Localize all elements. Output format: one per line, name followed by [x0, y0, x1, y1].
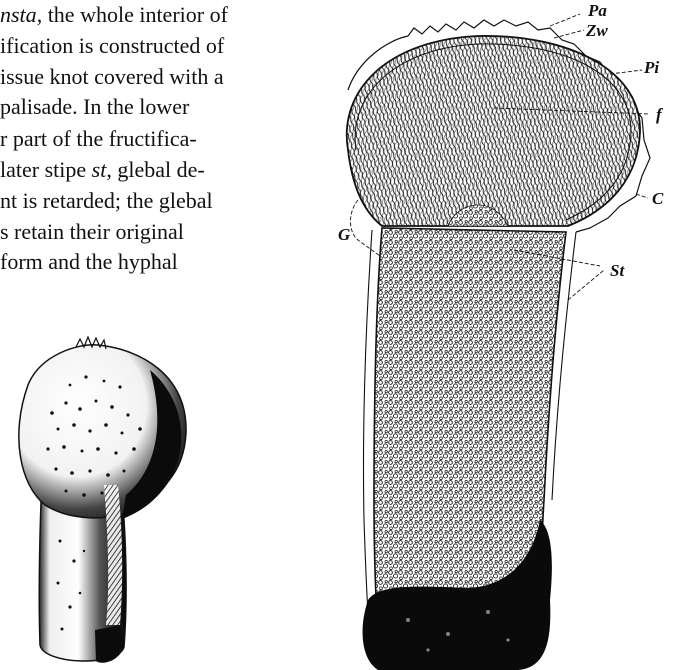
- label-zw: Zw: [585, 21, 608, 40]
- text-line-1: nsta, the whole interior of: [0, 0, 228, 30]
- fruiting-body-exterior-figure: [0, 325, 200, 670]
- text-line-6: later stipe st, glebal de-: [0, 155, 205, 185]
- label-c: C: [652, 189, 664, 208]
- label-pa: Pa: [587, 1, 607, 20]
- text-line-4: palisade. In the lower: [0, 92, 189, 122]
- text-line-7: nt is retarded; the glebal: [0, 186, 213, 216]
- label-pi: Pi: [643, 58, 659, 77]
- text-line-5: r part of the fructifica-: [0, 124, 197, 154]
- text-line-9: form and the hyphal: [0, 247, 178, 277]
- fruiting-body-section-figure: Pa Zw Pi f C G St: [318, 0, 675, 670]
- label-f: f: [656, 105, 664, 124]
- text-line-3: issue knot covered with a: [0, 62, 224, 92]
- text-line-8: s retain their original: [0, 217, 184, 247]
- text-line-2: ification is constructed of: [0, 31, 224, 61]
- label-st: St: [610, 261, 625, 280]
- label-g: G: [338, 225, 351, 244]
